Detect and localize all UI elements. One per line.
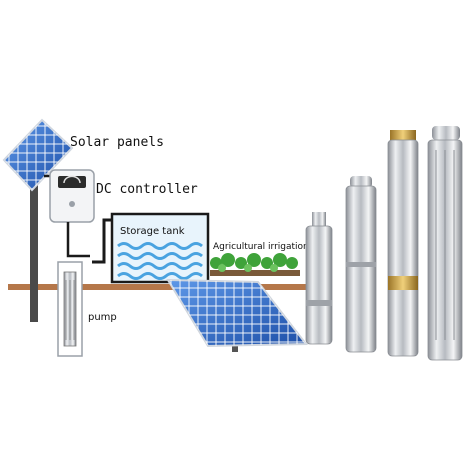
solar-panel-icon [2,118,74,322]
label-storage-tank: Storage tank [120,226,185,237]
ground-line [8,284,308,290]
label-dc-controller: DC controller [96,182,198,197]
label-agricultural-irrigation: Agricultural irrigation [213,242,309,252]
cable-controller-pump [66,222,90,258]
controller-icon [49,169,95,223]
label-solar-panels: Solar panels [70,135,164,150]
label-pump: pump [88,312,117,323]
plant-icon [210,253,300,276]
ground-solar-panel-icon [166,278,309,352]
pump-icon [305,126,463,361]
tank-icon [110,212,210,284]
well-icon [57,261,83,357]
